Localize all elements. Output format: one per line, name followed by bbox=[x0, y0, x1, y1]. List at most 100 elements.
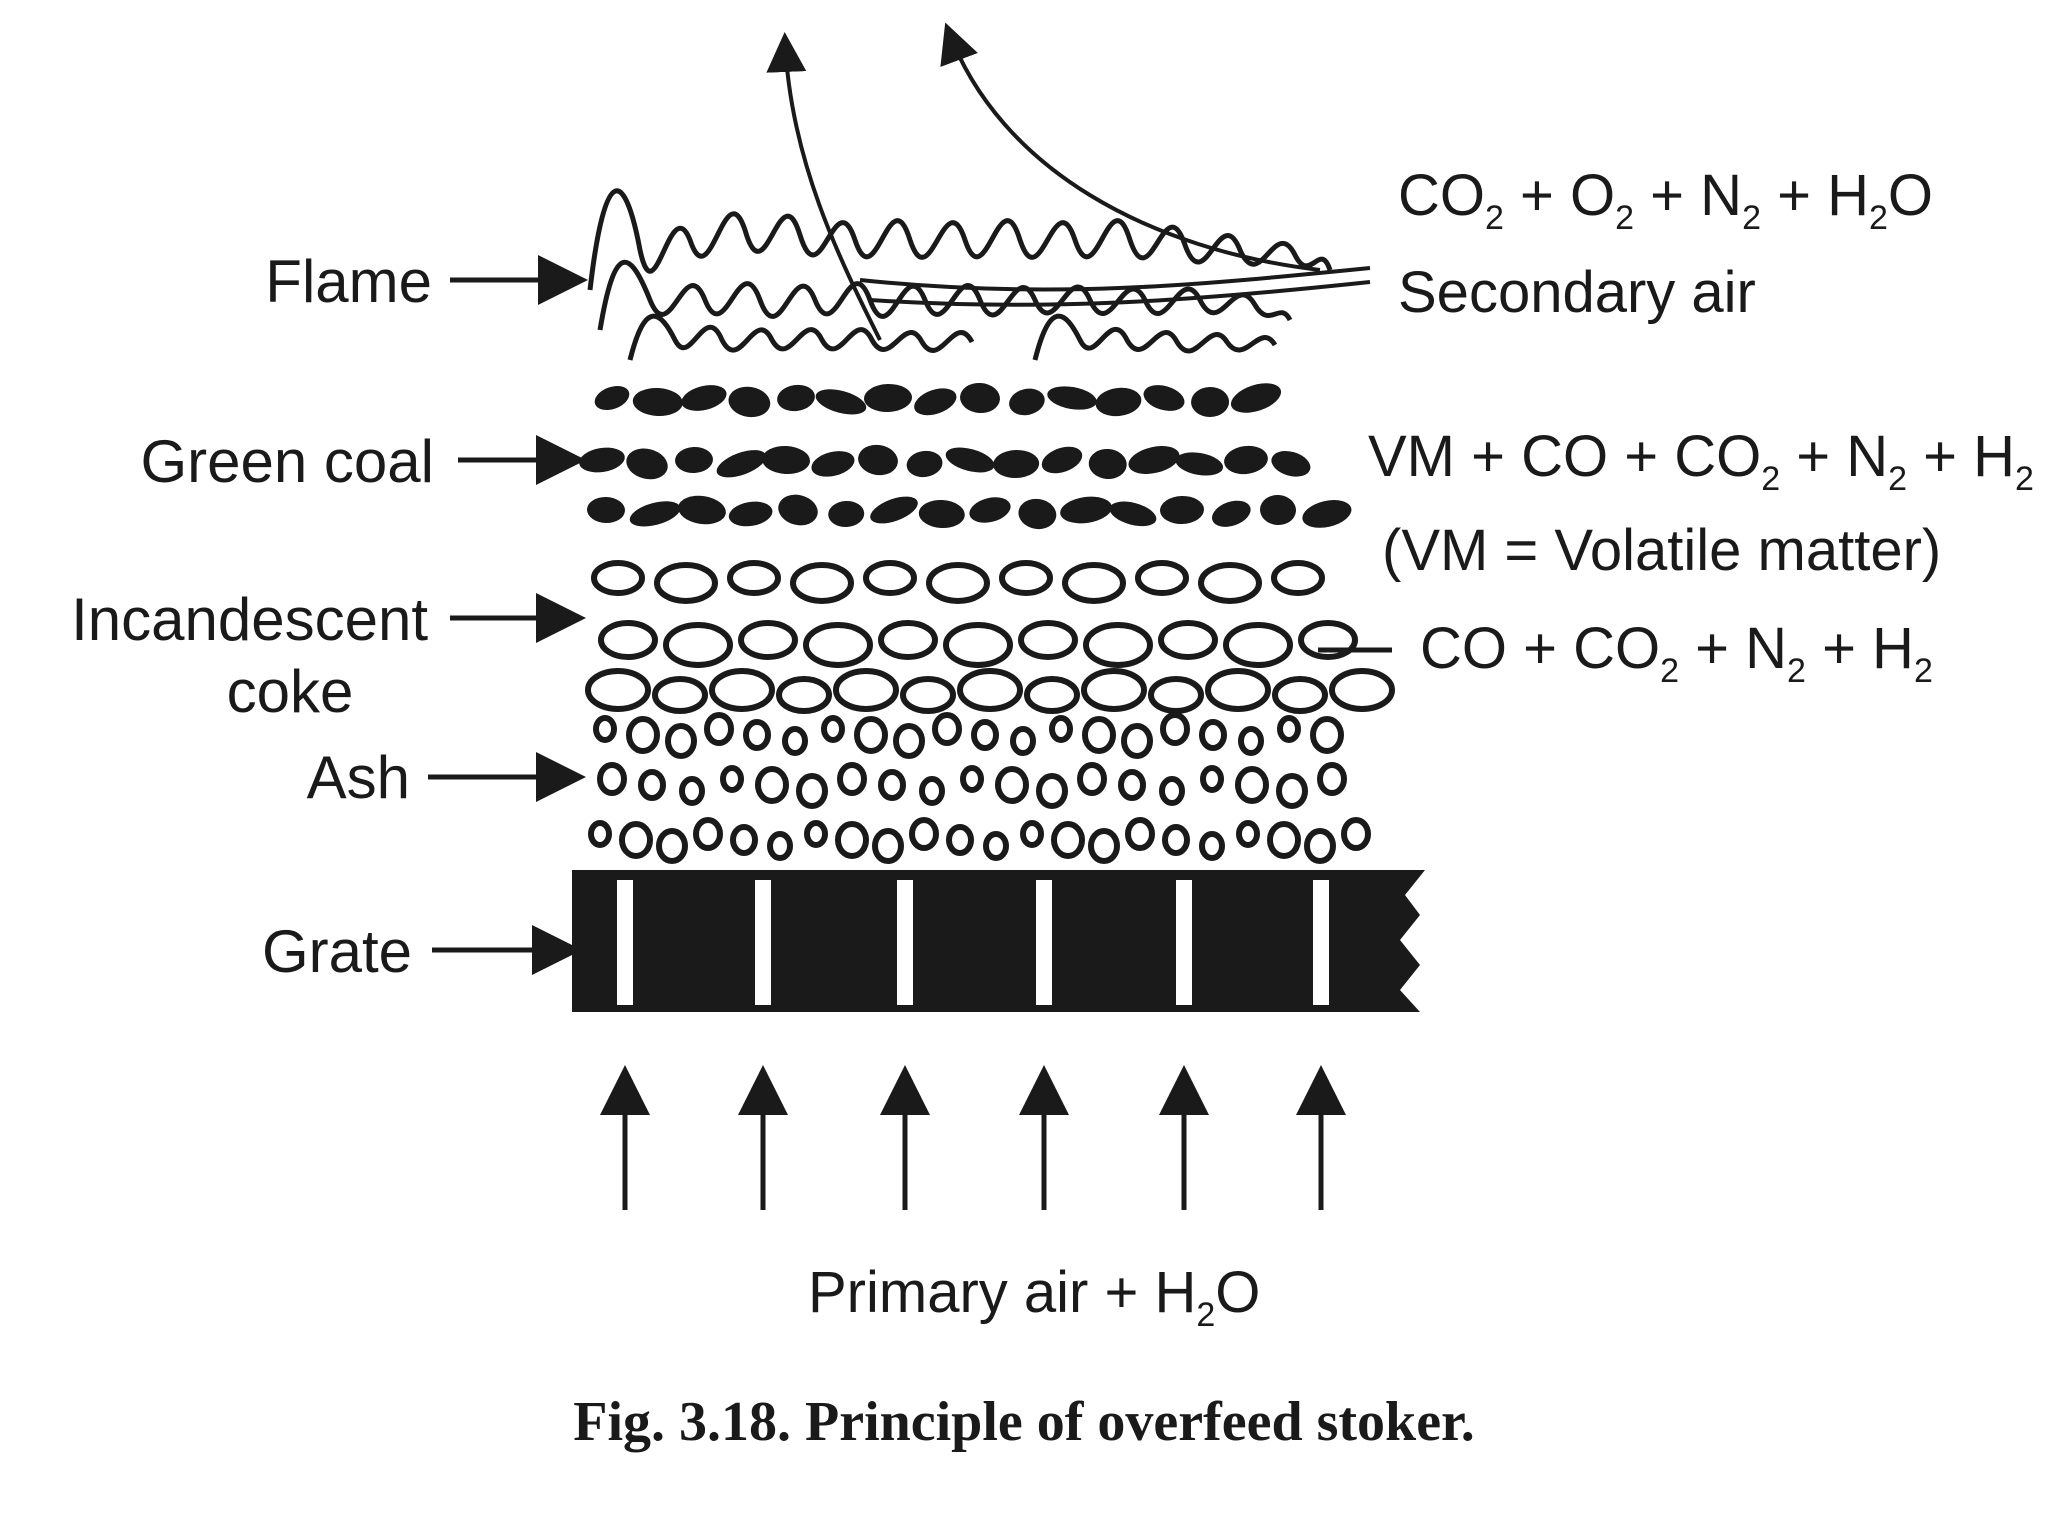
ash-particle bbox=[1082, 716, 1116, 754]
ash-particle bbox=[1160, 712, 1190, 746]
green-coal-lump bbox=[1109, 501, 1157, 527]
green-coal-lump bbox=[1143, 385, 1185, 411]
green-coal-lump bbox=[906, 450, 943, 478]
coke-lump bbox=[591, 560, 645, 596]
coke-lump bbox=[1158, 620, 1218, 660]
green-coal-lump bbox=[728, 501, 773, 527]
coke-lump bbox=[1018, 620, 1078, 660]
formula-text: + N bbox=[1780, 424, 1888, 489]
green-coal-gas-formula: VM + CO + CO2 + N2 + H2 bbox=[1368, 424, 2034, 498]
secondary-air-lines bbox=[859, 266, 1371, 307]
green-coal-lump bbox=[579, 447, 625, 473]
formula-subscript: 2 bbox=[1660, 652, 1679, 690]
primary-air-arrows bbox=[600, 1065, 1346, 1210]
green-coal-lump bbox=[778, 494, 818, 526]
ash-particle bbox=[1118, 769, 1146, 801]
formula-subscript: 2 bbox=[2015, 460, 2034, 498]
ash-label: Ash bbox=[307, 744, 410, 811]
coke-lump bbox=[878, 620, 938, 660]
ash-particle bbox=[1235, 766, 1269, 804]
coke-lump bbox=[790, 562, 854, 604]
coke-lump bbox=[999, 560, 1053, 596]
green-coal-lump bbox=[1271, 451, 1311, 477]
ash-particle bbox=[638, 769, 666, 801]
green-coal-lump bbox=[828, 500, 865, 528]
ash-particle bbox=[1276, 773, 1308, 809]
green-coal-lump bbox=[969, 497, 1011, 523]
ash-particle bbox=[656, 828, 688, 864]
ash-particle bbox=[593, 715, 617, 743]
flue-gas-arrow-left bbox=[766, 32, 882, 341]
coke-lump bbox=[1223, 622, 1293, 668]
incandescent-coke-label-line2: coke bbox=[227, 658, 354, 725]
green-coal-lump bbox=[870, 496, 918, 524]
green-coal-lump bbox=[1160, 495, 1204, 525]
green-coal-lump bbox=[945, 447, 995, 473]
green-coal-lump bbox=[1009, 388, 1045, 416]
green-coal-lump bbox=[993, 449, 1040, 479]
ash-particle bbox=[1304, 828, 1336, 864]
coke-lump bbox=[1024, 676, 1080, 714]
flue-gas-arrow-right bbox=[940, 22, 1321, 272]
green-coal-lump bbox=[632, 387, 683, 417]
ash-particle bbox=[1199, 719, 1227, 751]
ash-particle bbox=[837, 762, 867, 796]
ash-particle bbox=[743, 719, 771, 751]
green-coal-lump bbox=[675, 446, 713, 474]
green-coal-lump bbox=[960, 382, 1000, 414]
coke-lump bbox=[1083, 622, 1153, 668]
ash-particle bbox=[893, 723, 925, 759]
green-coal-lump bbox=[1047, 386, 1097, 410]
green-coal-lump bbox=[858, 444, 898, 476]
ash-particle bbox=[665, 723, 697, 759]
formula-text: + H bbox=[1761, 163, 1869, 228]
green-coal-lump bbox=[716, 450, 767, 478]
green-coal-lump bbox=[918, 499, 965, 529]
ash-particle bbox=[1036, 773, 1068, 809]
ash-particle bbox=[1341, 817, 1371, 851]
primary-air-label: Primary air + H2O bbox=[808, 1260, 1260, 1334]
formula-text: + H bbox=[1907, 424, 2015, 489]
ash-particle bbox=[1238, 726, 1264, 756]
coke-lump bbox=[1298, 620, 1358, 660]
formula-text: O bbox=[1888, 163, 1933, 228]
coke-lump bbox=[663, 622, 733, 668]
green-coal-lump bbox=[1175, 452, 1224, 476]
ash-particle bbox=[854, 716, 888, 754]
formula-subscript: 2 bbox=[1485, 199, 1504, 237]
coke-lump bbox=[1148, 676, 1204, 714]
formula-subscript: 2 bbox=[1615, 199, 1634, 237]
formula-text: CO + CO bbox=[1420, 616, 1660, 681]
formula-subscript: 2 bbox=[1742, 199, 1761, 237]
coke-lump bbox=[1272, 676, 1328, 714]
grate-slot bbox=[1313, 880, 1329, 1005]
ash-particle bbox=[1317, 762, 1347, 796]
formula-subscript: 2 bbox=[1787, 652, 1806, 690]
coke-lump bbox=[1135, 560, 1189, 596]
green-coal-lump bbox=[1060, 496, 1112, 524]
coke-lump bbox=[943, 622, 1013, 668]
coke-lump bbox=[1062, 562, 1126, 604]
ash-particle bbox=[1199, 831, 1225, 861]
coke-lump bbox=[957, 668, 1023, 712]
formula-subscript: 2 bbox=[1914, 652, 1933, 690]
formula-text: VM + CO + CO bbox=[1368, 424, 1761, 489]
formula-subscript: 2 bbox=[1888, 460, 1907, 498]
volatile-matter-note: (VM = Volatile matter) bbox=[1382, 518, 1941, 583]
coke-lump bbox=[727, 560, 781, 596]
ash-particle bbox=[1267, 821, 1301, 859]
green-coal-lump bbox=[1211, 500, 1251, 527]
figure-caption: Fig. 3.18. Principle of overfeed stoker. bbox=[573, 1391, 1475, 1453]
ash-particle bbox=[767, 831, 793, 861]
green-coal-lump bbox=[1041, 446, 1083, 474]
green-coal-lump bbox=[1302, 500, 1352, 528]
flue-gas-formula: CO2 + O2 + N2 + H2O bbox=[1398, 163, 1933, 237]
coke-lump bbox=[738, 620, 798, 660]
formula-subscript: 2 bbox=[1761, 460, 1780, 498]
green-coal-lump bbox=[1260, 494, 1296, 526]
ash-particle bbox=[730, 824, 758, 856]
green-coal-lump bbox=[864, 383, 912, 413]
flame-zone bbox=[587, 188, 1333, 361]
ash-particle bbox=[960, 765, 984, 793]
